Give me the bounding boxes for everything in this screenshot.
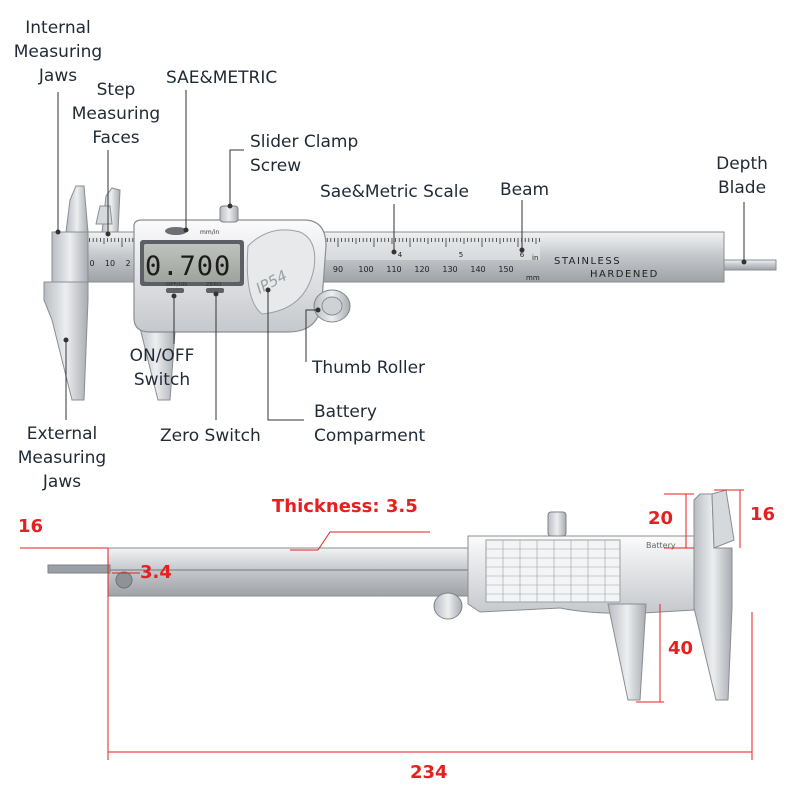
main-tick-label-0: 0 (89, 259, 94, 268)
rear-info-label (485, 539, 621, 603)
label-sae-metric-scale: Sae&Metric Scale (320, 182, 469, 202)
caliper-rear-view: Battery (47, 489, 735, 701)
rear-battery-text: Battery (646, 541, 676, 550)
inch-tick-label-2: 6 (520, 251, 525, 259)
unit-label: mm/in (200, 229, 219, 236)
zero-button[interactable] (206, 288, 224, 293)
rear-slider-jaw (607, 603, 647, 701)
label-zero-switch: Zero Switch (160, 426, 261, 446)
rear-depth-rod (47, 564, 111, 574)
dim-40: 40 (668, 638, 694, 659)
rear-label-table (486, 540, 620, 602)
beam-tick-label-1: 100 (358, 265, 373, 274)
beam-tick-label-5: 140 (470, 265, 485, 274)
dim-16-left: 16 (18, 516, 44, 537)
unit-button[interactable] (165, 227, 187, 235)
inch-scale-numbers: 4 5 6 (398, 251, 525, 259)
rear-rod-screw (115, 571, 133, 589)
main-tick-label-1: 10 (105, 259, 115, 268)
dim-3-4: 3.4 (140, 562, 172, 583)
on-off-button[interactable] (166, 288, 184, 293)
internal-jaw-fixed (65, 185, 89, 233)
main-scale-numbers: 0 10 2 (89, 259, 130, 268)
rear-clamp-screw (547, 511, 567, 537)
rear-fixed-jaw (693, 493, 733, 701)
scale-unit-in: in (532, 254, 538, 262)
step-face-piece (95, 205, 113, 225)
dim-20: 20 (648, 508, 674, 529)
caliper-front-view: IP54 mm/in OFF/ON ZERO STAINLESS HARDENE… (43, 185, 777, 401)
main-tick-label-2: 2 (125, 259, 130, 268)
rear-thumb-roller (433, 592, 463, 620)
zero-button-text: ZERO (206, 282, 222, 288)
scale-unit-mm: mm (526, 274, 540, 282)
rear-upper-jaw (711, 489, 735, 549)
depth-blade (723, 259, 777, 271)
beam-tick-label-2: 110 (386, 265, 401, 274)
beam-tick-label-3: 120 (414, 265, 429, 274)
beam-text-stainless: STAINLESS (554, 256, 621, 267)
lcd-screen (144, 244, 240, 282)
dim-thickness: Thickness: 3.5 (272, 496, 418, 517)
battery-cover (246, 229, 316, 315)
beam-tick-label-0: 90 (333, 265, 343, 274)
label-beam: Beam (500, 180, 550, 200)
beam-text-hardened: HARDENED (590, 269, 659, 280)
thumb-roller[interactable] (313, 289, 351, 323)
leader-lines (55, 90, 747, 421)
beam-tick-label-6: 150 (498, 265, 513, 274)
inch-tick-label-0: 4 (398, 251, 403, 259)
on-off-button-text: OFF/ON (166, 282, 187, 288)
lcd-reading: 0.700 (145, 251, 232, 282)
dim-16-right: 16 (750, 504, 776, 525)
clamp-screw (219, 205, 239, 223)
beam-tick-label-4: 130 (442, 265, 457, 274)
label-sae-metric: SAE&METRIC (166, 68, 278, 88)
beam-scale-numbers: 90 100 110 120 130 140 150 (333, 265, 514, 274)
dim-234: 234 (410, 762, 448, 783)
dimension-lines (20, 489, 753, 760)
beam-scale-strip (320, 238, 540, 260)
inch-tick-label-1: 5 (459, 251, 463, 259)
label-thumb-roller: Thumb Roller (312, 358, 426, 378)
